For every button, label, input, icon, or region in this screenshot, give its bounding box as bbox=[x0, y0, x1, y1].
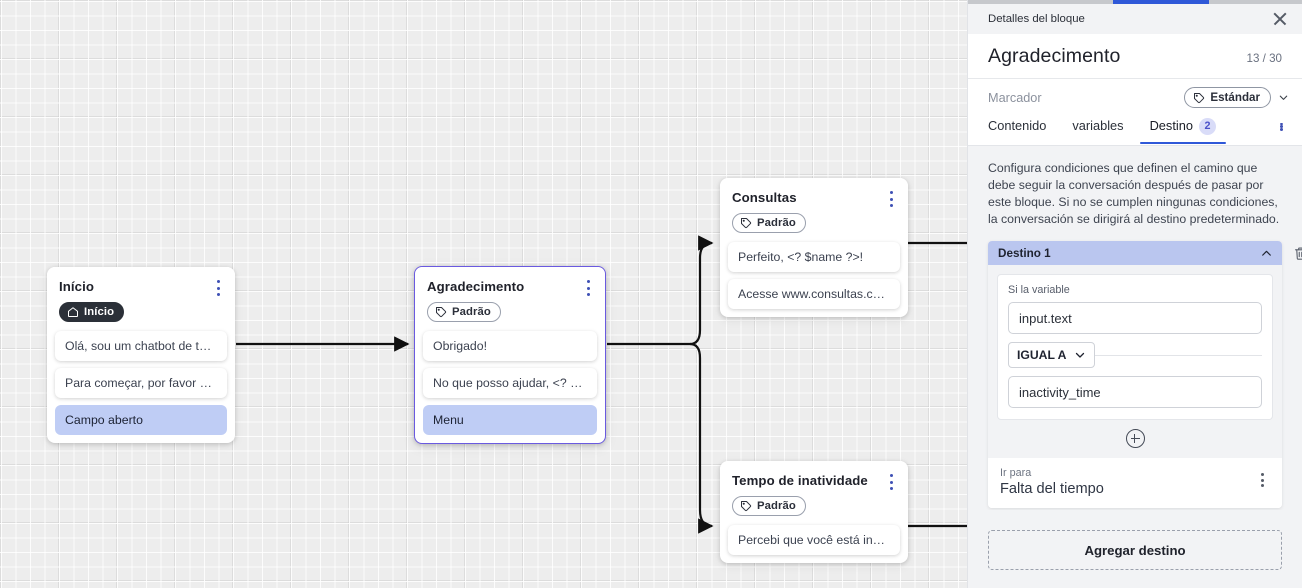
tab-label: Contenido bbox=[988, 118, 1047, 134]
operator-select[interactable]: IGUAL A bbox=[1008, 342, 1096, 368]
comparison-input[interactable]: inactivity_time bbox=[1008, 376, 1262, 408]
node-message[interactable]: No que posso ajudar, <? $name ... bbox=[423, 368, 597, 398]
goto-texts: Ir para Falta del tiempo bbox=[1000, 467, 1104, 497]
flow-canvas[interactable]: Início Início Olá, sou um chatbot de tes… bbox=[0, 0, 967, 588]
tag-icon bbox=[741, 218, 752, 229]
node-tag-default[interactable]: Padrão bbox=[732, 213, 806, 233]
help-text: Configura condiciones que definen el cam… bbox=[988, 161, 1280, 226]
flow-node-inicio[interactable]: Início Início Olá, sou um chatbot de tes… bbox=[47, 267, 235, 443]
add-destination-button[interactable]: Agregar destino bbox=[988, 530, 1282, 570]
marker-pill[interactable]: Estándar bbox=[1184, 87, 1271, 108]
node-header: Tempo de inatividade bbox=[720, 461, 908, 491]
block-title[interactable]: Agradecimento bbox=[988, 45, 1121, 67]
node-header: Agradecimento bbox=[415, 267, 605, 297]
node-tag-label: Padrão bbox=[452, 306, 491, 318]
tab-variables[interactable]: variables bbox=[1072, 118, 1124, 141]
goto-row[interactable]: Ir para Falta del tiempo bbox=[988, 458, 1282, 508]
node-title: Tempo de inatividade bbox=[732, 473, 868, 488]
tab-badge: 2 bbox=[1198, 118, 1216, 135]
condition-box: Si la variable input.text IGUAL A inacti… bbox=[997, 274, 1273, 420]
char-counter: 13 / 30 bbox=[1246, 52, 1282, 65]
goto-menu-icon[interactable] bbox=[1254, 471, 1270, 489]
node-menu-icon[interactable] bbox=[883, 190, 899, 208]
node-message-accent[interactable]: Campo aberto bbox=[55, 405, 227, 435]
operator-row: IGUAL A bbox=[1008, 342, 1262, 368]
top-progress-bar bbox=[968, 0, 1302, 4]
tag-icon bbox=[741, 501, 752, 512]
node-message[interactable]: Obrigado! bbox=[423, 331, 597, 361]
chevron-down-icon bbox=[1076, 352, 1085, 358]
node-message[interactable]: Acesse www.consultas.com par... bbox=[728, 279, 900, 309]
node-messages: Percebi que você está inativo. C... bbox=[720, 525, 908, 555]
panel-body: Agradecimento 13 / 30 Marcador Estándar bbox=[968, 34, 1302, 146]
flow-node-consultas[interactable]: Consultas Padrão Perfeito, <? $name ?>! … bbox=[720, 178, 908, 317]
node-message[interactable]: Para começar, por favor digite o ... bbox=[55, 368, 227, 398]
panel-content: Configura condiciones que definen el cam… bbox=[968, 146, 1302, 510]
node-title: Agradecimento bbox=[427, 279, 525, 294]
flow-node-agradecimento[interactable]: Agradecimento Padrão Obrigado! No que po… bbox=[414, 266, 606, 444]
node-tag-default[interactable]: Padrão bbox=[427, 302, 501, 322]
chevron-down-icon[interactable] bbox=[1278, 92, 1289, 103]
tag-icon bbox=[436, 307, 447, 318]
node-tag-label: Início bbox=[84, 306, 115, 318]
variable-input[interactable]: input.text bbox=[1008, 302, 1262, 334]
destination-body: Si la variable input.text IGUAL A inacti… bbox=[988, 265, 1282, 458]
panel-bottom-spacer bbox=[968, 570, 1302, 588]
node-menu-icon[interactable] bbox=[883, 473, 899, 491]
close-icon[interactable] bbox=[1271, 10, 1289, 28]
panel-tabs: Contenido variables Destino 2 bbox=[968, 116, 1302, 146]
operator-label: IGUAL A bbox=[1017, 348, 1067, 362]
node-header: Início bbox=[47, 267, 235, 297]
edge-branch-consultas bbox=[689, 235, 714, 346]
tag-icon bbox=[1194, 92, 1205, 103]
node-message[interactable]: Perfeito, <? $name ?>! bbox=[728, 242, 900, 272]
node-tag-start[interactable]: Início bbox=[59, 302, 125, 322]
destination-header-label: Destino 1 bbox=[998, 246, 1051, 260]
flow-node-inatividade[interactable]: Tempo de inatividade Padrão Percebi que … bbox=[720, 461, 908, 563]
node-message[interactable]: Percebi que você está inativo. C... bbox=[728, 525, 900, 555]
tab-label: Destino bbox=[1149, 118, 1193, 134]
panel-overflow-menu-icon[interactable] bbox=[1273, 122, 1289, 140]
tab-destino[interactable]: Destino 2 bbox=[1139, 118, 1227, 144]
node-tag-default[interactable]: Padrão bbox=[732, 496, 806, 516]
trash-icon[interactable] bbox=[1293, 245, 1302, 262]
node-messages: Olá, sou um chatbot de teste! Para começ… bbox=[47, 331, 235, 435]
node-header: Consultas bbox=[720, 178, 908, 208]
panel-title: Detalles del bloque bbox=[988, 13, 1085, 25]
node-message[interactable]: Olá, sou um chatbot de teste! bbox=[55, 331, 227, 361]
tab-contenido[interactable]: Contenido bbox=[988, 118, 1047, 141]
tab-label: variables bbox=[1072, 118, 1124, 134]
marker-row: Marcador Estándar bbox=[968, 79, 1302, 116]
node-title: Início bbox=[59, 279, 95, 294]
goto-value: Falta del tiempo bbox=[1000, 481, 1104, 497]
node-menu-icon[interactable] bbox=[210, 279, 226, 297]
node-menu-icon[interactable] bbox=[580, 279, 596, 297]
block-details-panel: Detalles del bloque Agradecimento 13 / 3… bbox=[967, 0, 1302, 588]
destination-card: Destino 1 Si la variable input.text bbox=[988, 241, 1302, 508]
marker-label: Marcador bbox=[988, 90, 1042, 105]
node-messages: Perfeito, <? $name ?>! Acesse www.consul… bbox=[720, 242, 908, 309]
condition-label: Si la variable bbox=[1008, 284, 1070, 296]
edge-branch-inatividade bbox=[689, 342, 714, 534]
node-title: Consultas bbox=[732, 190, 797, 205]
node-tag-label: Padrão bbox=[757, 500, 796, 512]
marker-control[interactable]: Estándar bbox=[1184, 87, 1289, 108]
node-tag-label: Padrão bbox=[757, 217, 796, 229]
plus-circle-icon[interactable] bbox=[1125, 429, 1145, 448]
chevron-up-icon[interactable] bbox=[1260, 247, 1273, 260]
marker-value: Estándar bbox=[1210, 91, 1260, 104]
progress-fill bbox=[1113, 0, 1209, 4]
goto-label: Ir para bbox=[1000, 467, 1032, 479]
block-title-row: Agradecimento 13 / 30 bbox=[968, 34, 1302, 79]
panel-titlebar: Detalles del bloque bbox=[968, 4, 1302, 34]
home-icon bbox=[68, 307, 78, 317]
node-messages: Obrigado! No que posso ajudar, <? $name … bbox=[415, 331, 605, 435]
destination-header[interactable]: Destino 1 bbox=[988, 241, 1282, 265]
node-message-accent[interactable]: Menu bbox=[423, 405, 597, 435]
